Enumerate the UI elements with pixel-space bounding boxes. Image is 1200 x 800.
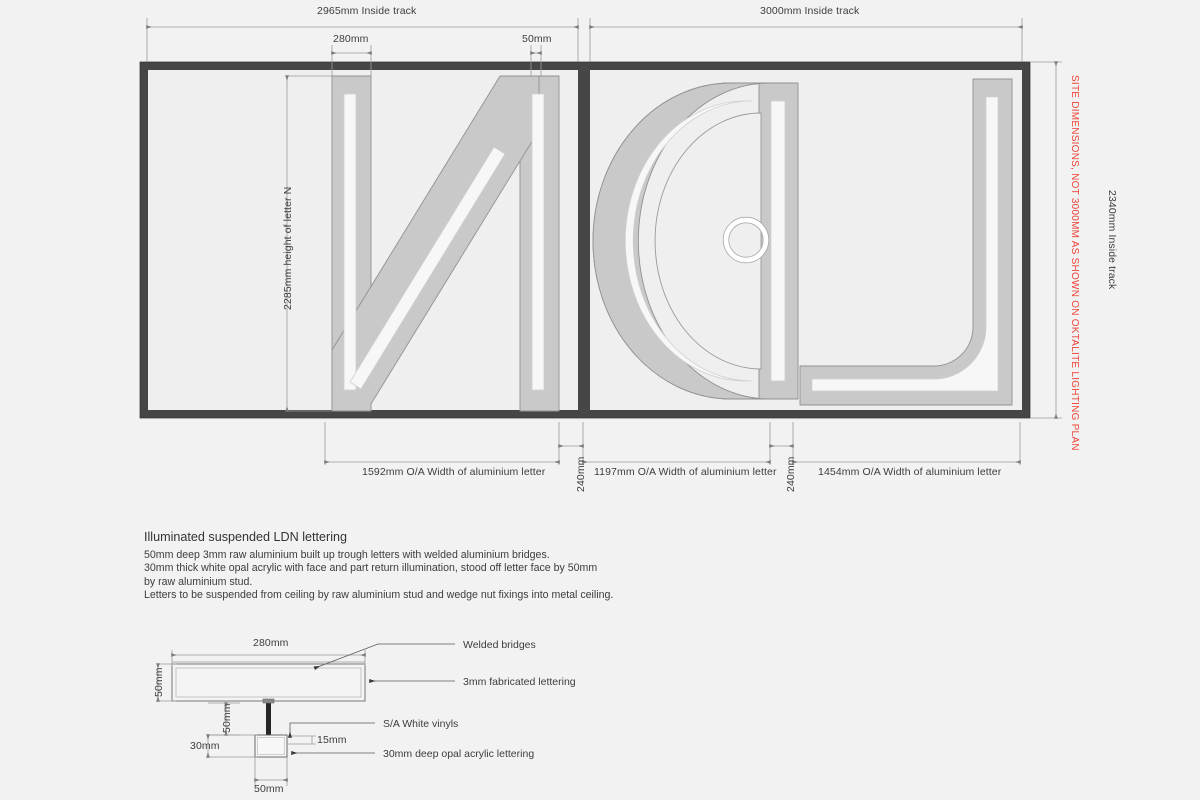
callout-welded-bridges: Welded bridges [463,639,536,651]
dimension-label-letter-n-width: 1454mm O/A Width of aluminium letter [818,466,1002,478]
callout-opal-acrylic: 30mm deep opal acrylic lettering [383,748,535,760]
specification-line-3: by raw aluminium stud. [144,575,253,588]
opal-acrylic-box [254,734,288,758]
plan-panel [139,61,1031,419]
specification-line-2: 30mm thick white opal acrylic with face … [144,562,598,575]
specification-line-1: 50mm deep 3mm raw aluminium built up tro… [144,549,550,562]
dimension-label-stroke-width: 280mm [333,33,369,45]
specification-line-4: Letters to be suspended from ceiling by … [144,588,614,601]
track-height-dimension [1030,61,1062,419]
trough-letter-inner [175,667,362,698]
aluminium-stud [266,701,271,741]
detail-dimension-acrylic-depth: 30mm [190,740,220,752]
specification-heading: Illuminated suspended LDN lettering [144,530,348,544]
note-site-dimensions: SITE DIMENSIONS, NOT 3000MM AS SHOWN ON … [1069,75,1080,451]
dimension-label-track-right: 3000mm Inside track [760,5,860,17]
detail-dimension-trough-depth: 50mm [153,667,165,697]
dimension-label-track-left: 2965mm Inside track [317,5,417,17]
letter-d-fixing-circle [722,216,770,264]
callout-white-vinyls: S/A White vinyls [383,718,459,730]
leader-white-vinyls [288,722,375,738]
panel-frame-outline [139,61,1031,419]
dimension-label-track-height: 2340mm Inside track [1106,190,1118,290]
letter-d-counter [654,112,762,370]
detail-dimension-stand-off: 50mm [221,703,233,733]
dimension-label-letter-height: 2285mm height of letter N [282,186,294,310]
dimension-label-gap-1: 240mm [575,456,587,492]
letter-height-dimension [285,75,332,412]
leader-welded-bridges [313,643,455,671]
dimension-label-letter-d-width: 1197mm O/A Width of aluminium letter [594,466,777,478]
detail-dimension-acrylic-return: 15mm [317,734,347,746]
section-detail-drawing [156,643,455,786]
top-dimension-lines [146,18,1023,76]
letter-n-inner-acrylic [343,93,545,391]
dimension-label-letter-l-width: 1592mm O/A Width of aluminium letter [362,466,546,478]
letter-l-inner-acrylic [811,96,999,392]
dimension-label-gap-2: 240mm [785,456,797,492]
specification-block: Illuminated suspended LDN lettering 50mm… [144,530,664,602]
callout-fabricated-lettering: 3mm fabricated lettering [463,676,576,688]
wedge-nut-fixing [262,698,275,704]
opal-acrylic-box-inner [257,737,285,755]
bottom-dimension-lines [324,422,1021,465]
detail-dimension-acrylic-width: 50mm [254,783,284,795]
dimension-label-bridge-width: 50mm [522,33,552,45]
detail-dimension-trough-width: 280mm [253,637,289,649]
trough-letter-outer [171,663,366,702]
